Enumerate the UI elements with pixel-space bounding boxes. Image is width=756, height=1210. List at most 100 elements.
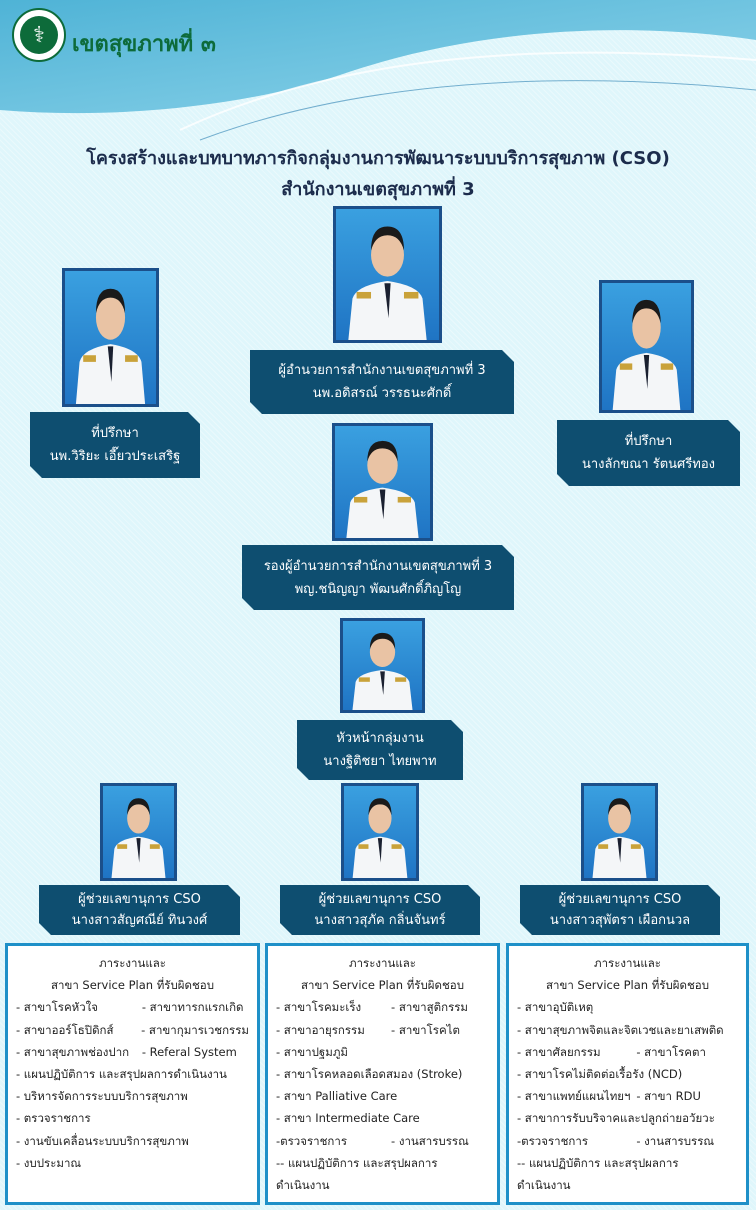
duty-item: - สาขาศัลยกรรม	[517, 1044, 601, 1059]
assistant-photo	[581, 783, 658, 881]
assistant-label: ผู้ช่วยเลขานุการ CSO นางสาวสุพัตรา เผือกน…	[520, 885, 720, 935]
duty-row: -ตรวจราชการ - งานสารบรรณ	[276, 1130, 489, 1152]
assistant-photo	[100, 783, 177, 881]
duty-heading: ภาระงานและ	[594, 956, 661, 970]
duty-row: - สาขา Intermediate Care	[276, 1107, 489, 1129]
advisor-left-label: ที่ปรึกษานพ.วิริยะ เอี๊ยวประเสริฐ	[30, 412, 200, 478]
person-portrait	[352, 632, 413, 710]
advisor-left-photo	[62, 268, 159, 407]
duty-row: - สาขาศัลยกรรม - สาขาโรคตา	[517, 1041, 738, 1063]
ministry-logo: ⚕	[12, 8, 66, 62]
person-portrait	[111, 798, 166, 878]
duty-item: ดำเนินงาน	[517, 1178, 571, 1193]
wave-background	[0, 0, 756, 141]
duty-item: - สาขาการรับบริจาคและปลูกถ่ายอวัยวะ	[517, 1111, 715, 1126]
name: นางสาวสัญศณีย์ ทินวงศ์	[71, 913, 208, 928]
duty-item: - สาขาสุขภาพจิตและจิตเวชและยาเสพติด	[517, 1022, 724, 1037]
name: นางลักขณา รัตนศรีทอง	[581, 457, 716, 472]
duty-row: - สาขาอุบัติเหตุ	[517, 996, 738, 1018]
duty-item: - สาขาสุขภาพช่องปาก	[16, 1044, 130, 1059]
duty-item: - งานสารบรรณ	[636, 1133, 715, 1148]
duty-item: -- แผนปฏิบัติการ และสรุปผลการ	[276, 1155, 438, 1170]
role: ที่ปรึกษา	[91, 426, 139, 441]
duty-heading: ภาระงานและ	[349, 956, 416, 970]
duty-row: - งบประมาณ	[16, 1152, 249, 1174]
role: ที่ปรึกษา	[624, 434, 673, 449]
duty-row: - สาขาโรคหัวใจ - สาขาทารกแรกเกิด	[16, 996, 249, 1018]
duty-item: - สาขาโรคมะเร็ง	[276, 1000, 362, 1015]
duty-item: ดำเนินงาน	[276, 1178, 330, 1193]
duty-row: - สาขาโรคหลอดเลือดสมอง (Stroke)	[276, 1063, 489, 1085]
duty-item: -- แผนปฏิบัติการ และสรุปผลการ	[517, 1155, 679, 1170]
duty-row: - สาขาสุขภาพช่องปาก - Referal System	[16, 1041, 249, 1063]
role: ผู้ช่วยเลขานุการ CSO	[318, 892, 442, 907]
duty-row: ดำเนินงาน	[276, 1174, 489, 1196]
role: ผู้ช่วยเลขานุการ CSO	[558, 892, 682, 907]
duty-item: - สาขาสูติกรรม	[391, 1000, 469, 1015]
duty-row: ดำเนินงาน	[517, 1174, 738, 1196]
name: นางฐิติชยา ไทยพาท	[323, 754, 437, 769]
role: ผู้ช่วยเลขานุการ CSO	[78, 892, 201, 907]
advisor-right-label: ที่ปรึกษานางลักขณา รัตนศรีทอง	[557, 420, 740, 486]
duty-item: - สาขาโรคไต	[391, 1022, 460, 1037]
duty-item: - สาขาโรคไม่ติดต่อเรื้อรัง (NCD)	[517, 1067, 683, 1082]
director-label: ผู้อำนวยการสำนักงานเขตสุขภาพที่ 3 นพ.อดิส…	[250, 350, 514, 414]
duty-item: - สาขากุมารเวชกรรม	[141, 1022, 249, 1037]
name: นางสาวสุพัตรา เผือกนวล	[549, 913, 691, 928]
duty-subheading: สาขา Service Plan ที่รับผิดชอบ	[300, 978, 464, 993]
duty-item: - สาขาอุบัติเหตุ	[517, 1000, 594, 1015]
duty-item: - สาขาโรคหลอดเลือดสมอง (Stroke)	[276, 1067, 463, 1082]
duty-item: - Referal System	[141, 1044, 237, 1059]
duty-row: - แผนปฏิบัติการ และสรุปผลการดำเนินงาน	[16, 1063, 249, 1085]
assistant-label: ผู้ช่วยเลขานุการ CSO นางสาวสุภัค กลิ่นจัน…	[280, 885, 480, 935]
duty-box: ภาระงานและสาขา Service Plan ที่รับผิดชอบ…	[5, 943, 260, 1205]
name: นางสาวสุภัค กลิ่นจันทร์	[314, 913, 446, 928]
name: นพ.อดิสรณ์ วรรธนะศักดิ์	[312, 386, 452, 401]
brand-title: เขตสุขภาพที่ ๓	[72, 32, 216, 57]
duty-item: - สาขาโรคตา	[636, 1044, 706, 1059]
duty-item: - สาขา Palliative Care	[276, 1089, 398, 1104]
duty-item: - งานสารบรรณ	[391, 1133, 469, 1148]
duty-box: ภาระงานและสาขา Service Plan ที่รับผิดชอบ…	[265, 943, 500, 1205]
assistant-photo	[341, 783, 419, 881]
head-photo	[340, 618, 425, 713]
person-portrait	[346, 440, 419, 538]
duty-item: -ตรวจราชการ	[517, 1133, 589, 1148]
duty-subheading: สาขา Service Plan ที่รับผิดชอบ	[545, 978, 709, 993]
duty-row: - สาขาปฐมภูมิ	[276, 1041, 489, 1063]
person-portrait	[592, 798, 647, 878]
duty-item: - แผนปฏิบัติการ และสรุปผลการดำเนินงาน	[16, 1067, 227, 1082]
duty-item: - สาขาแพทย์แผนไทยฯ	[517, 1089, 631, 1104]
caduceus-icon: ⚕	[20, 16, 58, 54]
duty-item: - งบประมาณ	[16, 1155, 82, 1170]
duty-row: -- แผนปฏิบัติการ และสรุปผลการ	[276, 1152, 489, 1174]
duty-row: - บริหารจัดการระบบบริการสุขภาพ	[16, 1085, 249, 1107]
person-portrait	[352, 798, 408, 878]
head-label: หัวหน้ากลุ่มงานนางฐิติชยา ไทยพาท	[297, 720, 463, 780]
name: นพ.วิริยะ เอี๊ยวประเสริฐ	[49, 449, 181, 464]
duty-item: - สาขาปฐมภูมิ	[276, 1044, 348, 1059]
director-photo	[333, 206, 442, 343]
page-title: โครงสร้างและบทบาทภารกิจกลุ่มงานการพัฒนาร…	[86, 148, 670, 169]
duty-row: - สาขาการรับบริจาคและปลูกถ่ายอวัยวะ	[517, 1107, 738, 1129]
duty-row: - สาขาโรคมะเร็ง - สาขาสูติกรรม	[276, 996, 489, 1018]
duty-item: - สาขาทารกแรกเกิด	[141, 1000, 244, 1015]
role: หัวหน้ากลุ่มงาน	[336, 731, 424, 746]
role: รองผู้อำนวยการสำนักงานเขตสุขภาพที่ 3	[263, 558, 493, 574]
duty-row: - งานขับเคลื่อนระบบบริการสุขภาพ	[16, 1130, 249, 1152]
duty-item: -ตรวจราชการ	[276, 1133, 348, 1148]
duty-item: - สาขาโรคหัวใจ	[16, 1000, 99, 1015]
person-portrait	[348, 226, 427, 340]
header-banner	[0, 0, 756, 150]
duty-row: - สาขาสุขภาพจิตและจิตเวชและยาเสพติด	[517, 1019, 738, 1041]
duty-row: - สาขาอายุรกรรม - สาขาโรคไต	[276, 1019, 489, 1041]
duty-item: - สาขาอายุรกรรม	[276, 1022, 365, 1037]
name: พญ.ชนิญญา พัฒนศักดิ์ภิญโญ	[294, 581, 462, 597]
deputy-label: รองผู้อำนวยการสำนักงานเขตสุขภาพที่ 3 พญ.ช…	[242, 545, 514, 610]
duty-item: - ตรวจราชการ	[16, 1111, 91, 1126]
duty-row: - สาขาโรคไม่ติดต่อเรื้อรัง (NCD)	[517, 1063, 738, 1085]
duty-heading: ภาระงานและ	[99, 956, 166, 970]
role: ผู้อำนวยการสำนักงานเขตสุขภาพที่ 3	[278, 363, 486, 378]
duty-item: - บริหารจัดการระบบบริการสุขภาพ	[16, 1089, 188, 1104]
duty-item: - งานขับเคลื่อนระบบบริการสุขภาพ	[16, 1133, 189, 1148]
